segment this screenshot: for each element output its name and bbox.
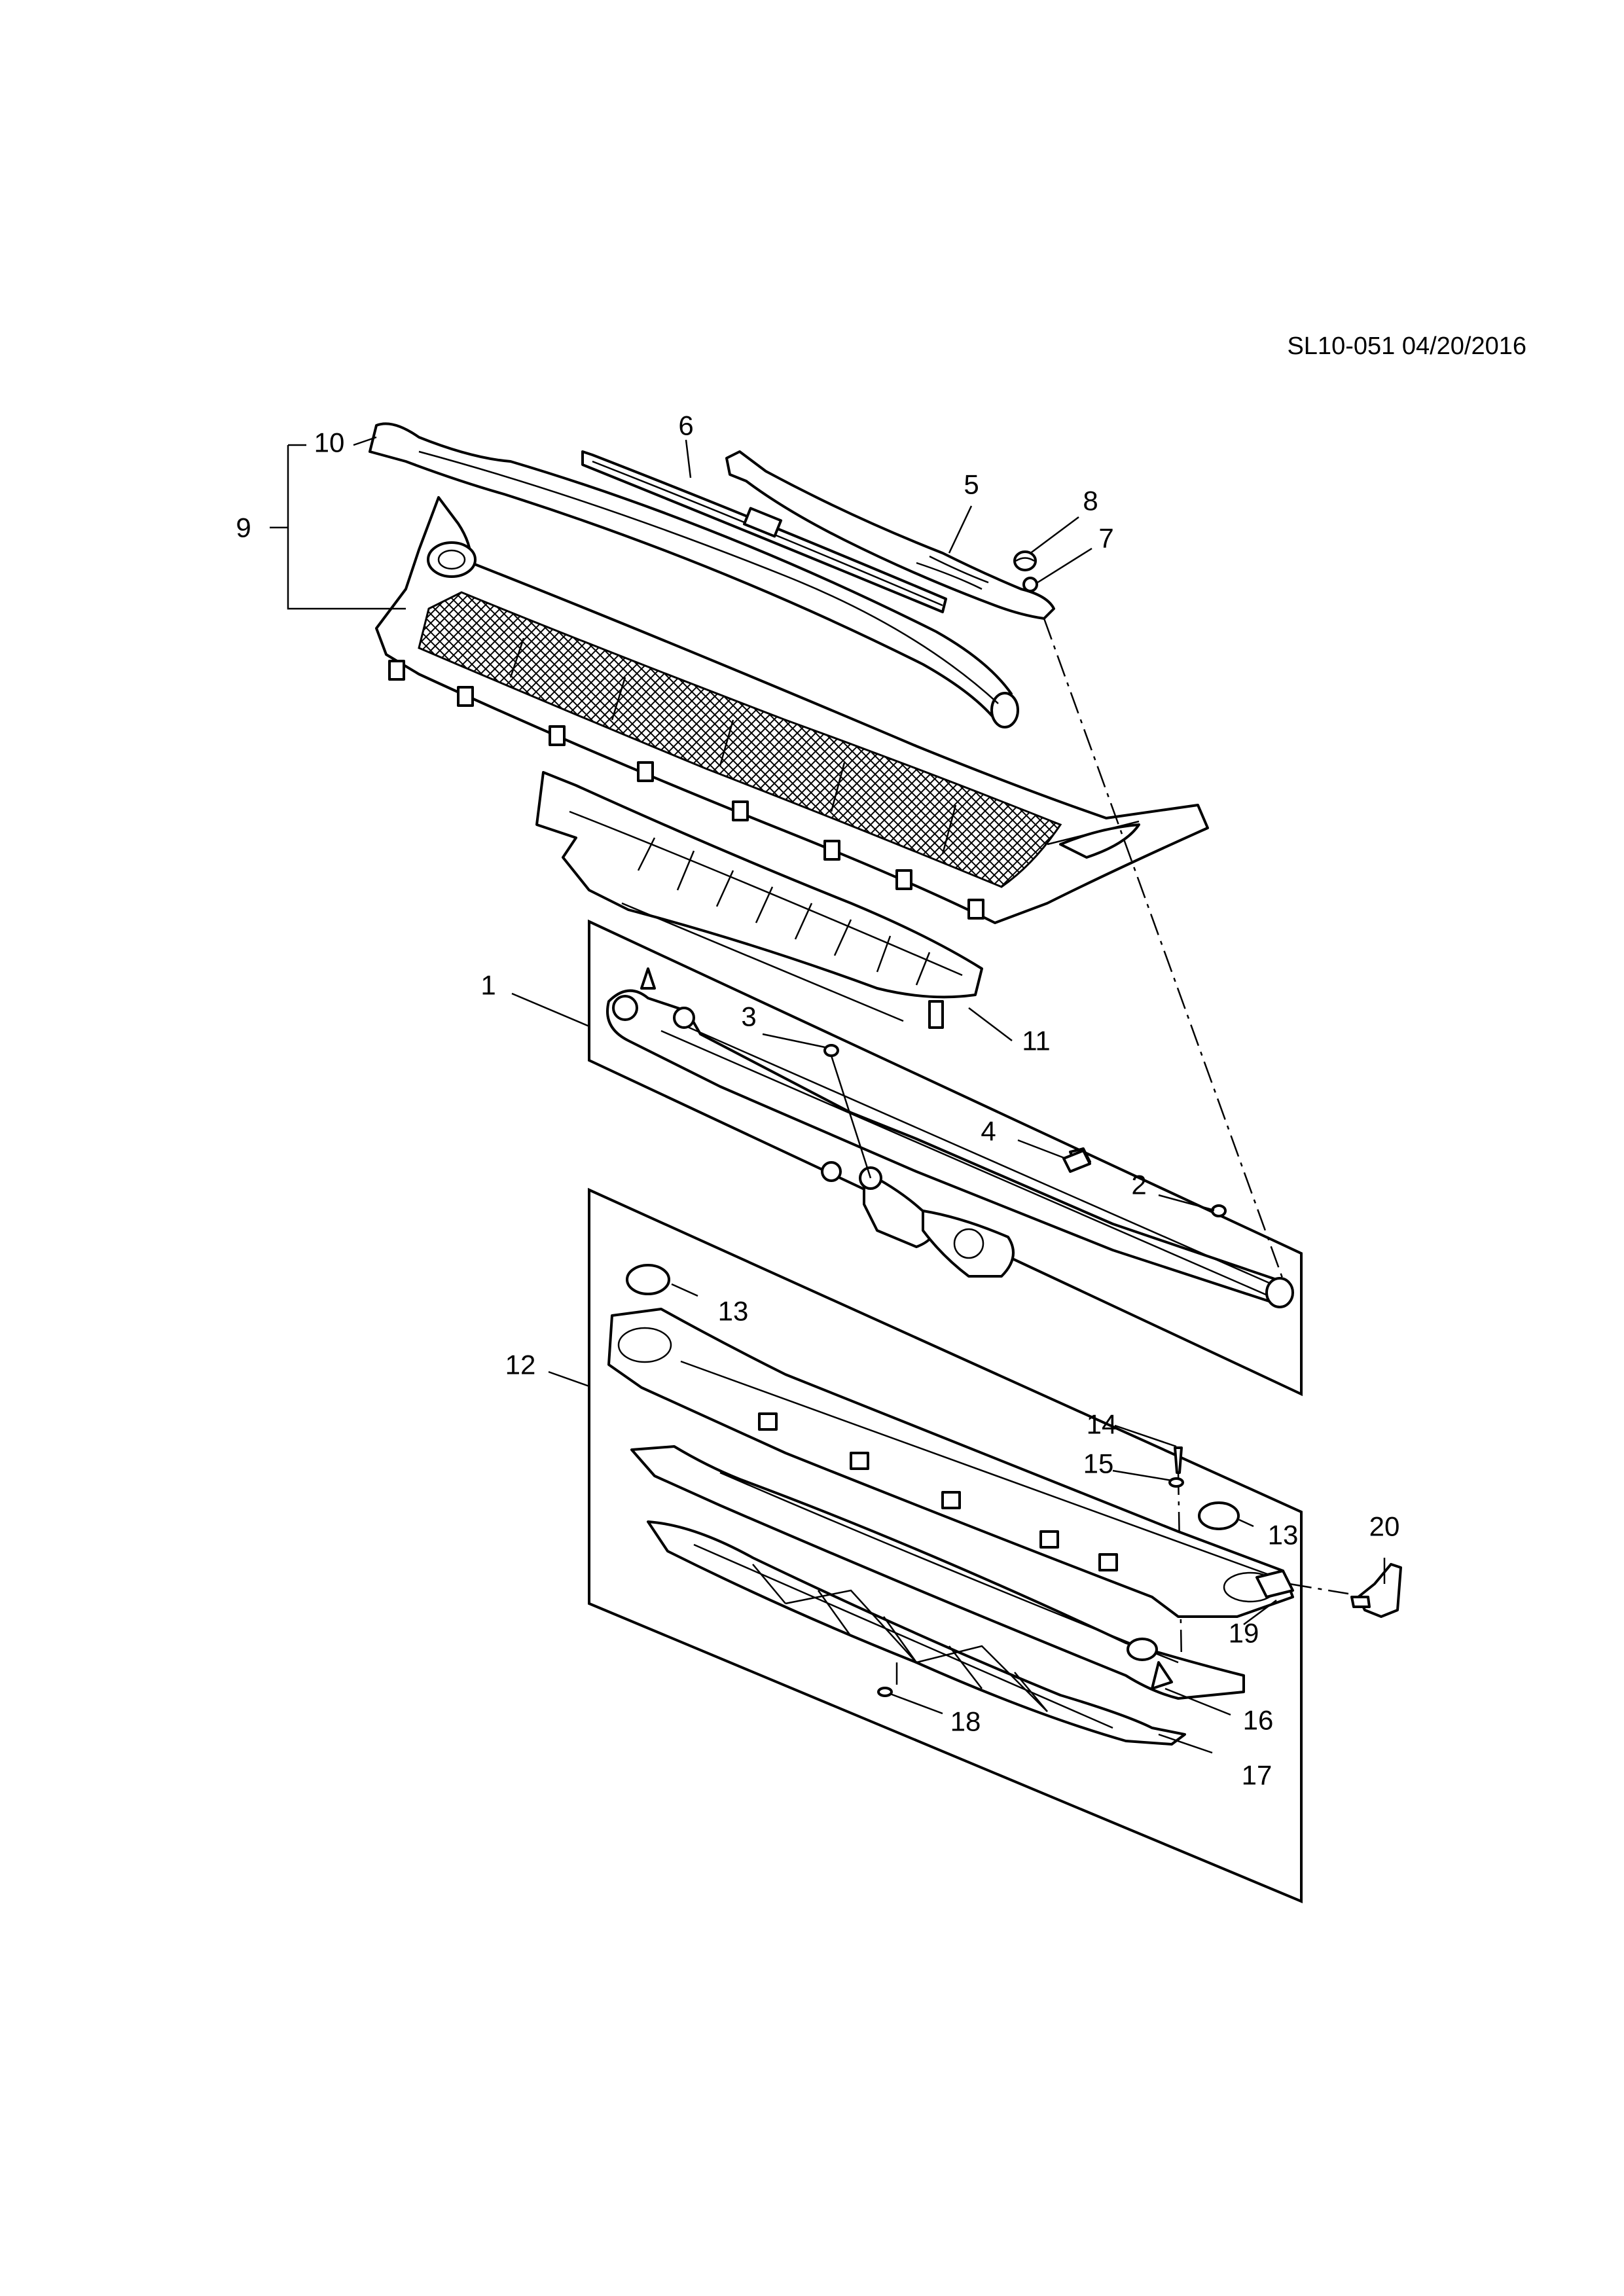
drain-grommet-upper [626, 1264, 670, 1295]
callout-9: 9 [236, 512, 251, 543]
alignment-axis-line [1043, 618, 1284, 1280]
callout-20: 20 [1369, 1511, 1400, 1542]
bracket-19 [1255, 1570, 1294, 1598]
assembly-1-frame [588, 919, 1303, 1397]
callout-5: 5 [964, 469, 979, 500]
callout-1: 1 [480, 970, 496, 1001]
wiper-blade [581, 450, 947, 613]
assembly-12-frame [588, 1187, 1303, 1904]
leader-lines [270, 436, 1386, 1754]
callout-3: 3 [741, 1001, 756, 1032]
callout-18: 18 [950, 1706, 981, 1737]
pivot-bolt-3 [823, 1044, 872, 1179]
wiper-linkage-assembly [606, 967, 1294, 1308]
callout-12: 12 [505, 1350, 536, 1380]
callout-19: 19 [1229, 1618, 1259, 1649]
cowl-tube-bracket [630, 1445, 1245, 1700]
cowl-clip-20 [1350, 1563, 1402, 1618]
callout-16: 16 [1243, 1705, 1274, 1736]
fastener-18 [877, 1687, 893, 1697]
callout-17: 17 [1242, 1760, 1272, 1791]
callout-11: 11 [1022, 1026, 1051, 1056]
cowl-seal-strip [369, 422, 1019, 728]
callout-7: 7 [1098, 523, 1113, 554]
callout-13-upper: 13 [718, 1296, 749, 1327]
motor-bolt-2 [1211, 1204, 1227, 1217]
cowl-water-deflector [535, 771, 983, 1029]
callout-15: 15 [1083, 1448, 1114, 1479]
drain-grommet-lower [1198, 1501, 1240, 1530]
screw-14 [1174, 1446, 1183, 1474]
callout-6: 6 [678, 410, 693, 441]
callout-2: 2 [1131, 1170, 1146, 1200]
washer-15 [1168, 1477, 1184, 1488]
callout-10: 10 [314, 427, 345, 458]
callout-14: 14 [1087, 1409, 1117, 1440]
cowl-lower-panel [607, 1308, 1294, 1618]
cowl-vent-panel [375, 496, 1209, 924]
callout-4: 4 [981, 1116, 996, 1147]
callout-13-lower: 13 [1268, 1520, 1299, 1551]
figure-code: SL10-051 04/20/2016 [1287, 332, 1526, 360]
wiper-arm-cap [1013, 550, 1037, 571]
wiper-arm-nut [1022, 577, 1038, 592]
grommet-4 [1062, 1149, 1091, 1173]
cowl-lower-reinforcement [647, 1520, 1186, 1746]
alignment-axis-line-bracket [1289, 1583, 1349, 1595]
callout-8: 8 [1083, 486, 1098, 516]
